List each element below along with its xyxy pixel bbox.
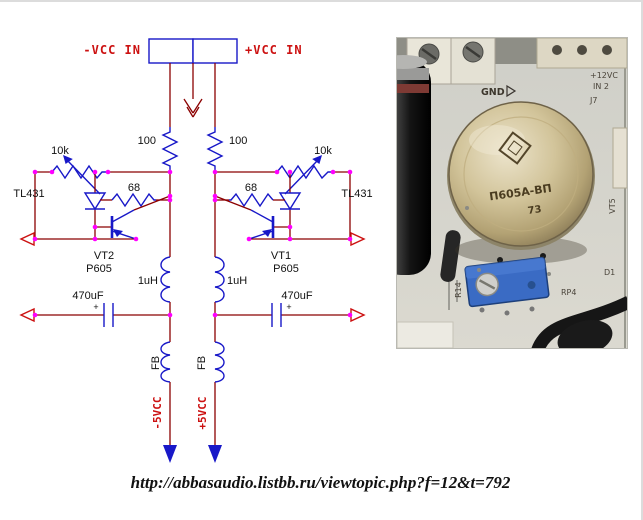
output-pos-label: +5VCC [196,396,209,429]
silkscreen-in2-label: IN 2 [593,82,609,91]
inductor-1uh-left-label: 1uH [138,275,158,287]
small-resistor-photo [440,230,461,310]
transistor-vt2-ref: VT2 [94,250,114,262]
cap-470uf-left [103,303,114,327]
resistor-68-right-label: 68 [245,182,257,194]
ferrite-bead-right [214,341,225,383]
transistor-vt2-part: P605 [86,263,112,275]
ground-symbol [183,63,203,118]
manufacturer-logo-diamond [498,131,532,165]
pot-10k-left [51,155,108,195]
gnd-arrow-icon [506,84,517,98]
cap-470uf-right [271,303,282,327]
pot-10k-right [276,155,333,195]
electrolytic-capacitor-photo [397,55,431,275]
cap-470uf-left-label: 470uF [72,290,103,302]
output-arrow-pos [208,445,222,463]
transistor-vt1-symbol [214,195,290,240]
resistor-100-right-label: 100 [229,135,247,147]
resistor-100-left-label: 100 [138,135,156,147]
caption-url: http://abbasaudio.listbb.ru/viewtopic.ph… [130,473,511,492]
connector-arrows [19,231,366,323]
resistor-68-left-label: 68 [128,182,140,194]
silkscreen-j7-label: J7 [589,96,597,105]
power-regulator-schematic: -VCC IN +VCC IN 100 100 [13,38,373,463]
resistor-100-left [161,127,179,172]
silkscreen-d1-label: D1 [604,268,615,277]
transistor-vt2-symbol [95,195,171,240]
inductor-1uh-right [214,256,225,303]
silkscreen-gnd-label: GND [481,87,505,98]
resistor-100-right [206,127,224,172]
vcc-pos-label: +VCC IN [245,43,303,57]
transistor-date-code: 73 [527,204,542,217]
connector-arrow-right-low [350,307,366,323]
vcc-terminal-block [148,38,238,64]
output-arrow-neg [163,445,177,463]
junction-dots [32,169,353,318]
transistor-vt1-part: P605 [273,263,299,275]
ferrite-bead-left [160,341,171,383]
trimmer-rp4 [464,256,550,308]
tl431-left-symbol [83,172,112,239]
solder-points [465,206,551,276]
schematic-wires [34,63,351,445]
cap-right-polarity: + [286,302,291,312]
power-transistor-can: П605А-ВП 73 [447,101,595,279]
black-wire-photo [531,296,627,348]
connector-arrow-left-mid [19,231,35,247]
silkscreen-12v-label: +12VC [590,71,618,80]
silkscreen-vt5-label: VT5 [608,198,617,213]
tl431-left-label: TL431 [13,188,44,200]
white-sticker [397,321,454,348]
trimmer-pins [479,306,535,316]
silkscreen-r14-label: R14 [454,282,463,298]
ferrite-bead-right-label: FB [196,356,208,370]
inductor-1uh-right-label: 1uH [227,275,247,287]
tl431-right-label: TL431 [341,188,372,200]
inductor-1uh-left [160,256,171,303]
vcc-neg-label: -VCC IN [83,43,141,57]
connector-arrow-left-low [19,307,35,323]
connector-arrow-right-mid [350,231,366,247]
silkscreen-rp4-label: RP4 [561,288,576,297]
pot-10k-left-label: 10k [51,145,69,157]
transistor-vt1-ref: VT1 [271,250,291,262]
cap-left-polarity: + [93,302,98,312]
pcb-photo: +12VC IN 2 J7 GND VT5 D1 [396,37,628,349]
ferrite-bead-left-label: FB [150,356,162,370]
output-neg-label: -5VCC [151,396,164,429]
tl431-right-symbol [273,172,302,239]
cap-470uf-right-label: 470uF [281,290,312,302]
pot-10k-right-label: 10k [314,145,332,157]
